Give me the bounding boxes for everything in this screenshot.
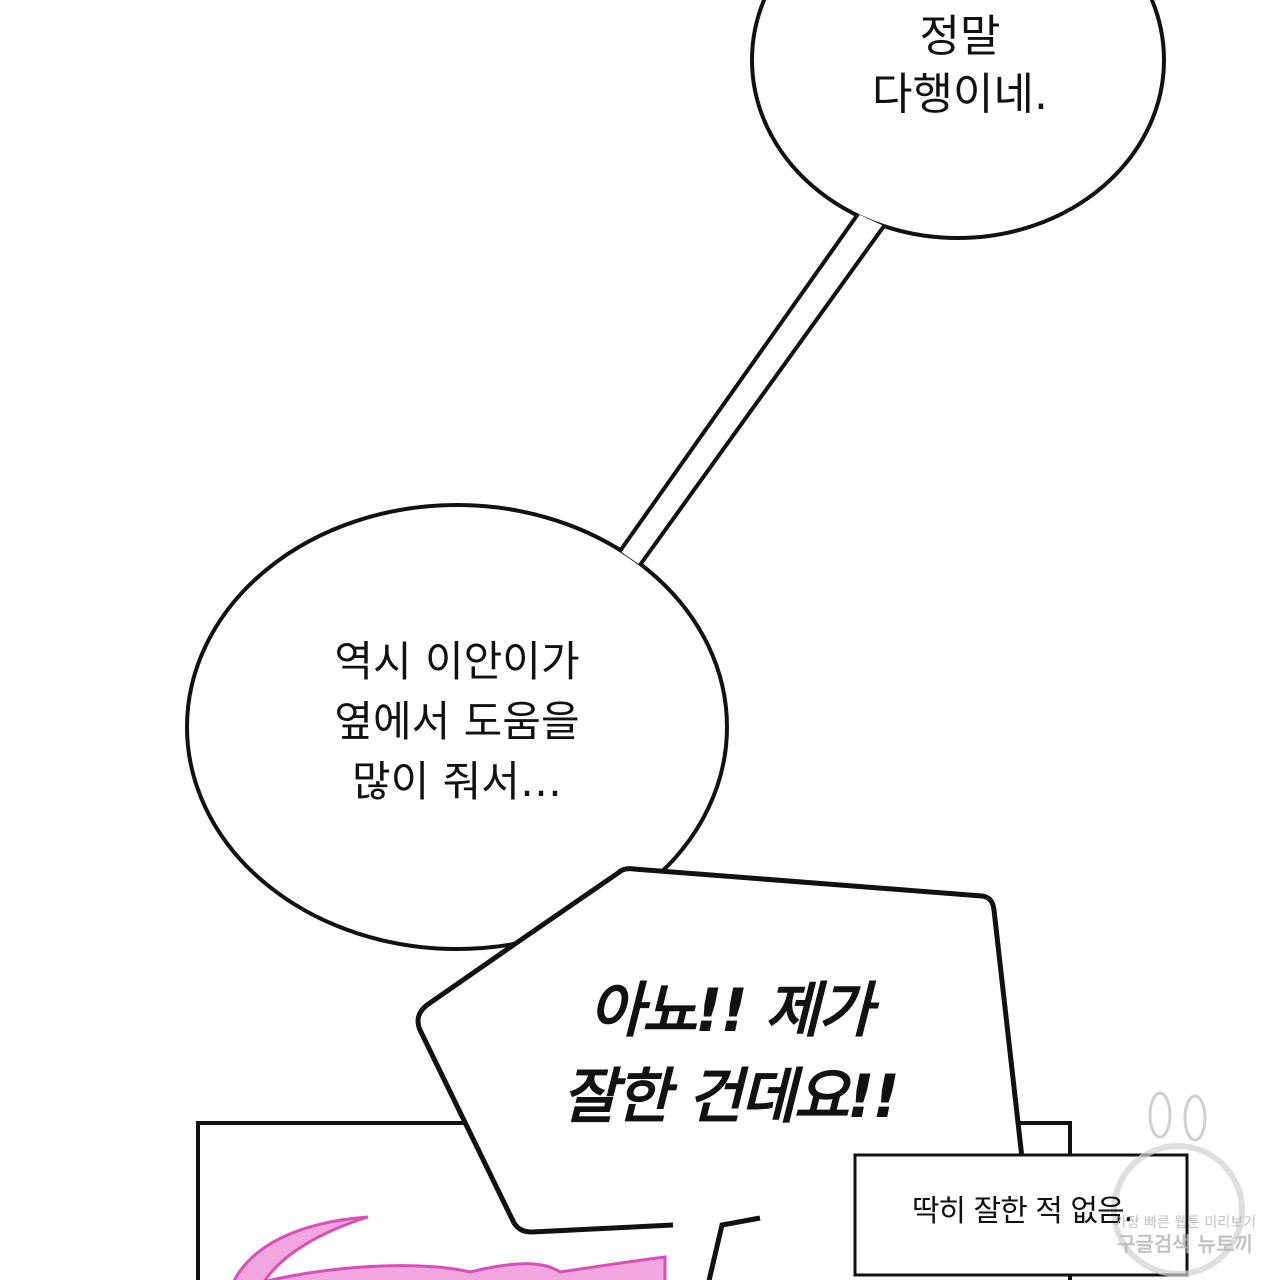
- speech-text-top: 정말 다행이네.: [872, 11, 1048, 120]
- bubble-connector-line: [618, 212, 860, 553]
- watermark-line1: 가장 빠른 웹툰 미리보기: [1113, 1215, 1257, 1231]
- caption-text: 딱히 잘한 적 없음.: [911, 1194, 1133, 1229]
- pink-ribbon-shape: [264, 1255, 667, 1280]
- shout-bubble-outline: [511, 1221, 674, 1235]
- speech-bubble-top: [750, 0, 1166, 240]
- watermark-bunny-ear-icon: [1183, 1094, 1207, 1142]
- watermark-logo: [1111, 1143, 1245, 1277]
- speech-text-middle: 역시 이안이가 옆에서 도움을 많이 줘서…: [334, 637, 580, 806]
- bubble-connector-line: [638, 224, 886, 567]
- shout-text: 아뇨!! 제가 잘한 건데요!!: [562, 976, 900, 1132]
- watermark-bunny-ear-icon: [1148, 1091, 1172, 1139]
- shout-bubble-outline: [415, 866, 1025, 1225]
- speech-bubble-middle: [185, 503, 729, 951]
- shout-bubble-tail: [706, 1215, 761, 1280]
- watermark-line2: 구글검색 뉴토끼: [1117, 1232, 1253, 1256]
- bubble-connector: [620, 214, 884, 565]
- pink-ribbon-shape: [232, 1215, 369, 1280]
